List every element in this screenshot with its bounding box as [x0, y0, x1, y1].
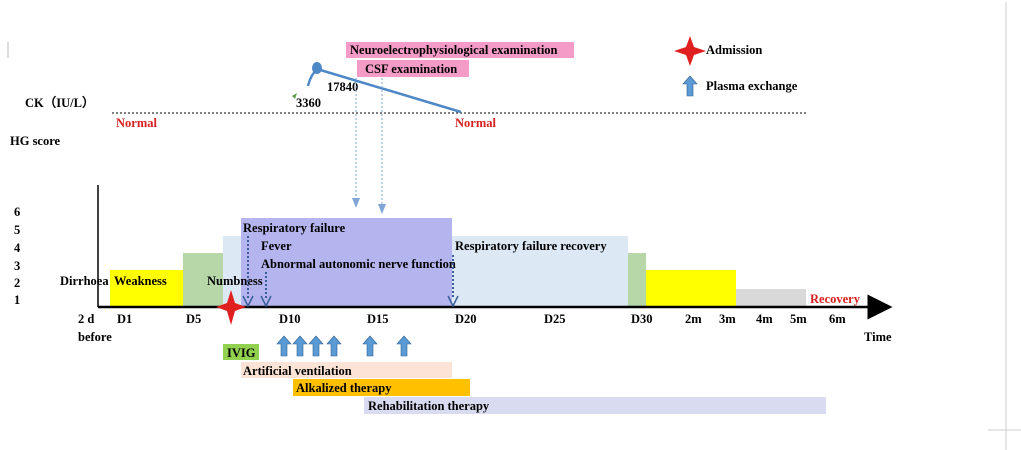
bar-d5 [183, 253, 223, 306]
ck-initial-value: 3360 [296, 96, 321, 110]
hg-tick-6: 6 [14, 205, 20, 219]
plasma-exchange-arrow-3 [308, 335, 324, 357]
neuro-exam-arrowhead [352, 198, 360, 208]
time-tick-d30: D30 [631, 312, 653, 326]
neuro-exam-box [346, 42, 574, 58]
time-tick-3m: 3m [719, 312, 736, 326]
bar-weakness [110, 270, 183, 306]
ck-decline-line [316, 67, 462, 114]
symptom-numbness: Numbness [207, 274, 263, 288]
symptom-fever: Fever [261, 239, 292, 253]
plasma-exchange-arrows [276, 335, 412, 357]
plasma-exchange-legend-label: Plasma exchange [706, 79, 798, 93]
time-tick-before: before [78, 330, 112, 344]
hg-tick-5: 5 [14, 223, 20, 237]
bar-4m [736, 289, 806, 306]
bar-resp-recovery [452, 236, 628, 306]
time-tick-d5: D5 [186, 312, 201, 326]
admission-marker-icon [216, 290, 246, 325]
fever-onset-arrowhead [260, 295, 272, 308]
admission-legend-label: Admission [706, 43, 762, 57]
csf-exam-label: CSF examination [365, 62, 457, 76]
time-tick-5m: 5m [790, 312, 807, 326]
ck-normal-right: Normal [455, 116, 496, 130]
symptom-autonomic: Abnormal autonomic nerve function [261, 257, 456, 271]
treatment-alkalized-bar [293, 379, 470, 396]
time-tick-d15: D15 [367, 312, 389, 326]
plasma-exchange-arrow-6 [396, 335, 412, 357]
bar-2m [646, 270, 736, 306]
treatment-rehab: Rehabilitation therapy [368, 399, 490, 413]
treatment-rehab-bar [364, 397, 826, 414]
treatment-ivig-bar [223, 344, 259, 360]
ck-peak-value: 17840 [327, 80, 358, 94]
symptom-resp-recovery: Respiratory failure recovery [455, 239, 607, 253]
ck-peak-marker [312, 62, 322, 74]
time-tick-d10: D10 [279, 312, 301, 326]
treatment-alkalized: Alkalized therapy [296, 381, 392, 395]
ck-normal-left: Normal [116, 116, 157, 130]
csf-exam-box [357, 60, 469, 77]
resp-onset-arrowhead [242, 295, 254, 308]
bar-respiratory-failure [241, 218, 452, 306]
time-tick-2m: 2m [685, 312, 702, 326]
csf-exam-arrowhead [378, 204, 386, 214]
plasma-exchange-arrow-4 [326, 335, 342, 357]
plasma-exchange-arrow-1 [276, 335, 292, 357]
time-tick-4m: 4m [756, 312, 773, 326]
treatment-ventilation-bar [241, 362, 452, 378]
recovery-onset-arrowhead [447, 295, 459, 308]
plasma-exchange-arrow-5 [362, 335, 378, 357]
bar-pre-resp [223, 236, 241, 306]
symptom-final-recovery: Recovery [810, 292, 861, 306]
time-axis-label: Time [864, 330, 892, 344]
admission-legend-icon [674, 36, 706, 66]
hg-tick-2: 2 [14, 276, 20, 290]
hg-axis-label: HG score [10, 134, 61, 148]
symptom-weakness: Weakness [114, 274, 167, 288]
treatment-ventilation: Artificial ventilation [243, 364, 352, 378]
hg-tick-1: 1 [14, 293, 20, 307]
plasma-exchange-arrow-2 [292, 335, 308, 357]
time-tick-2d: 2 d [78, 312, 94, 326]
time-tick-6m: 6m [829, 312, 846, 326]
time-tick-d25: D25 [544, 312, 566, 326]
time-tick-d1: D1 [117, 312, 132, 326]
time-tick-d20: D20 [455, 312, 477, 326]
symptom-respiratory-failure: Respiratory failure [243, 221, 346, 235]
ck-axis-label: CK（IU/L） [25, 95, 94, 110]
hg-tick-3: 3 [14, 259, 20, 273]
neuro-exam-label: Neuroelectrophysiological examination [350, 43, 558, 57]
symptom-dirrhoea: Dirrhoea [60, 274, 109, 288]
plasma-exchange-legend-icon [682, 75, 698, 97]
treatment-ivig: IVIG [227, 346, 256, 360]
ck-initial-marker [292, 93, 297, 99]
bar-d30 [628, 253, 646, 306]
hg-tick-4: 4 [14, 241, 21, 255]
